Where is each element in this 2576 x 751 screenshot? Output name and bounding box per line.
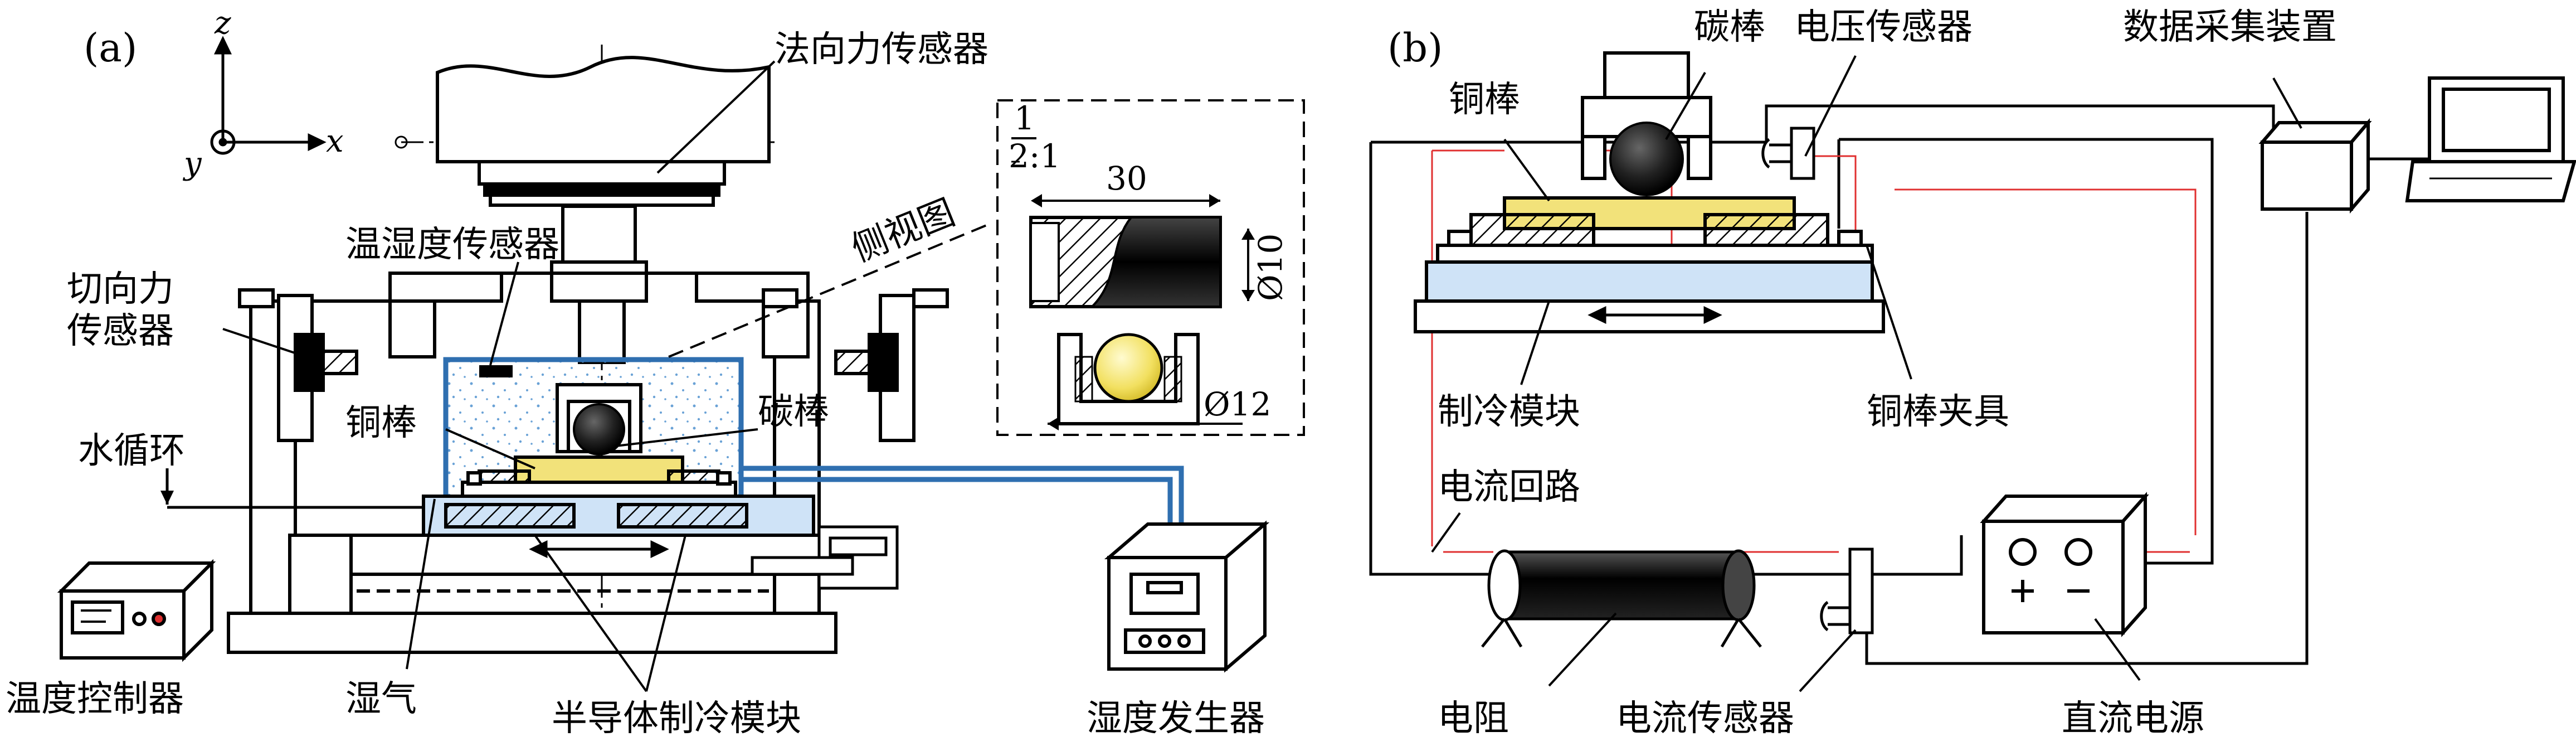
- leader-cooling-module: [1520, 301, 1550, 385]
- leader-current-sensor: [1799, 629, 1857, 692]
- label-current-sensor: 电流传感器: [1616, 698, 1794, 739]
- linear-stage: [751, 525, 899, 590]
- motion-arrow-b: [1588, 306, 1722, 324]
- label-current-loop: 电流回路: [1438, 467, 1580, 508]
- carbon-rod-ball: [573, 403, 625, 456]
- label-tangential-line2: 传感器: [67, 311, 174, 352]
- laptop-icon: [2405, 76, 2576, 202]
- leader-tangential: [222, 328, 307, 358]
- resistor: [1481, 549, 1762, 648]
- panel-b: (b): [1369, 7, 2576, 739]
- label-semiconductor-cooling: 半导体制冷模块: [552, 698, 801, 739]
- tangential-force-sensor-right: [834, 288, 949, 442]
- inset-width-dim: 30: [1106, 159, 1147, 197]
- humidity-generator: [1104, 520, 1270, 673]
- label-humidity-generator: 湿度发生器: [1087, 698, 1265, 739]
- leader-carbon-rod-b: [1665, 71, 1706, 140]
- leader-moisture: [406, 498, 436, 670]
- label-cooling-module: 制冷模块: [1438, 391, 1580, 433]
- label-copper-rod-fixture: 铜棒夹具: [1867, 391, 2009, 433]
- inset-height-dim: Ø10: [1252, 234, 1289, 301]
- leader-resistor: [1548, 612, 1617, 687]
- label-carbon-rod-b: 碳棒: [1694, 7, 1765, 48]
- leader-temp-humidity: [489, 261, 519, 366]
- leader-copper-rod-fixture: [1866, 245, 1912, 380]
- side-view-inset: [996, 99, 1305, 436]
- leader-side-view: [668, 222, 992, 358]
- temperature-controller: [57, 559, 216, 662]
- label-copper-rod-a: 铜棒: [345, 403, 417, 444]
- axis-z-label: z: [214, 5, 231, 41]
- label-data-acquisition: 数据采集装置: [2123, 7, 2337, 48]
- label-voltage-sensor: 电压传感器: [1794, 7, 1973, 48]
- data-acquisition-device: [2258, 118, 2372, 214]
- current-sensor: [1820, 547, 1874, 634]
- coordinate-axes: [210, 36, 327, 155]
- axis-y-label: y: [182, 146, 202, 182]
- label-tangential-line1: 切向力: [67, 269, 174, 310]
- label-normal-force-sensor: 法向力传感器: [775, 29, 988, 70]
- copper-rod-assembly: [461, 456, 737, 498]
- label-water-circulation: 水循环: [78, 430, 185, 472]
- inset-ball-dim: Ø12: [1204, 385, 1271, 423]
- leader-current-loop: [1431, 512, 1461, 553]
- temp-humidity-sensor-element: [479, 365, 513, 377]
- label-temp-humidity-sensor: 温湿度传感器: [345, 224, 559, 265]
- tangential-force-sensor-left: [238, 288, 798, 442]
- panel-a: (a) z x y 法向力传感器: [6, 5, 1305, 739]
- label-side-view: 侧视图: [846, 192, 961, 270]
- copper-rod-fixture-b: [1436, 196, 1874, 264]
- leader-dc-power: [2094, 618, 2141, 681]
- current-loop: [1431, 149, 2197, 553]
- label-copper-rod-b: 铜棒: [1449, 79, 1520, 120]
- voltage-sensor: [1761, 127, 1815, 180]
- leader-copper-rod-b: [1503, 138, 1550, 202]
- label-temperature-controller: 温度控制器: [6, 679, 184, 720]
- label-dc-power: 直流电源: [2062, 698, 2204, 739]
- panel-b-tag: (b): [1387, 25, 1443, 71]
- leader-copper-rod-a: [445, 428, 535, 469]
- label-carbon-rod-a: 碳棒: [758, 391, 829, 433]
- normal-force-sensor: [436, 56, 771, 207]
- panel-a-tag: (a): [84, 25, 137, 71]
- dc-power-supply: [1980, 492, 2149, 637]
- inset-scale-numerator: 1: [1014, 99, 1035, 137]
- axis-x-label: x: [326, 123, 344, 159]
- carbon-rod-ball-b: [1609, 122, 1684, 196]
- loading-column: [550, 205, 648, 364]
- leader-carbon-rod: [615, 428, 758, 447]
- cooling-module-plate: [422, 495, 815, 537]
- carbon-rod-holder-b: [1581, 51, 1712, 180]
- leader-semiconductor: [534, 534, 686, 692]
- leader-normal-force: [656, 60, 776, 174]
- label-moisture: 湿气: [345, 679, 417, 720]
- label-resistor: 电阻: [1438, 698, 1509, 739]
- leader-data-acquisition: [2272, 77, 2302, 129]
- cooling-module-b: [1414, 260, 1885, 333]
- inset-scale-ratio: 2:1: [1009, 137, 1060, 175]
- leader-voltage-sensor: [1804, 55, 1857, 157]
